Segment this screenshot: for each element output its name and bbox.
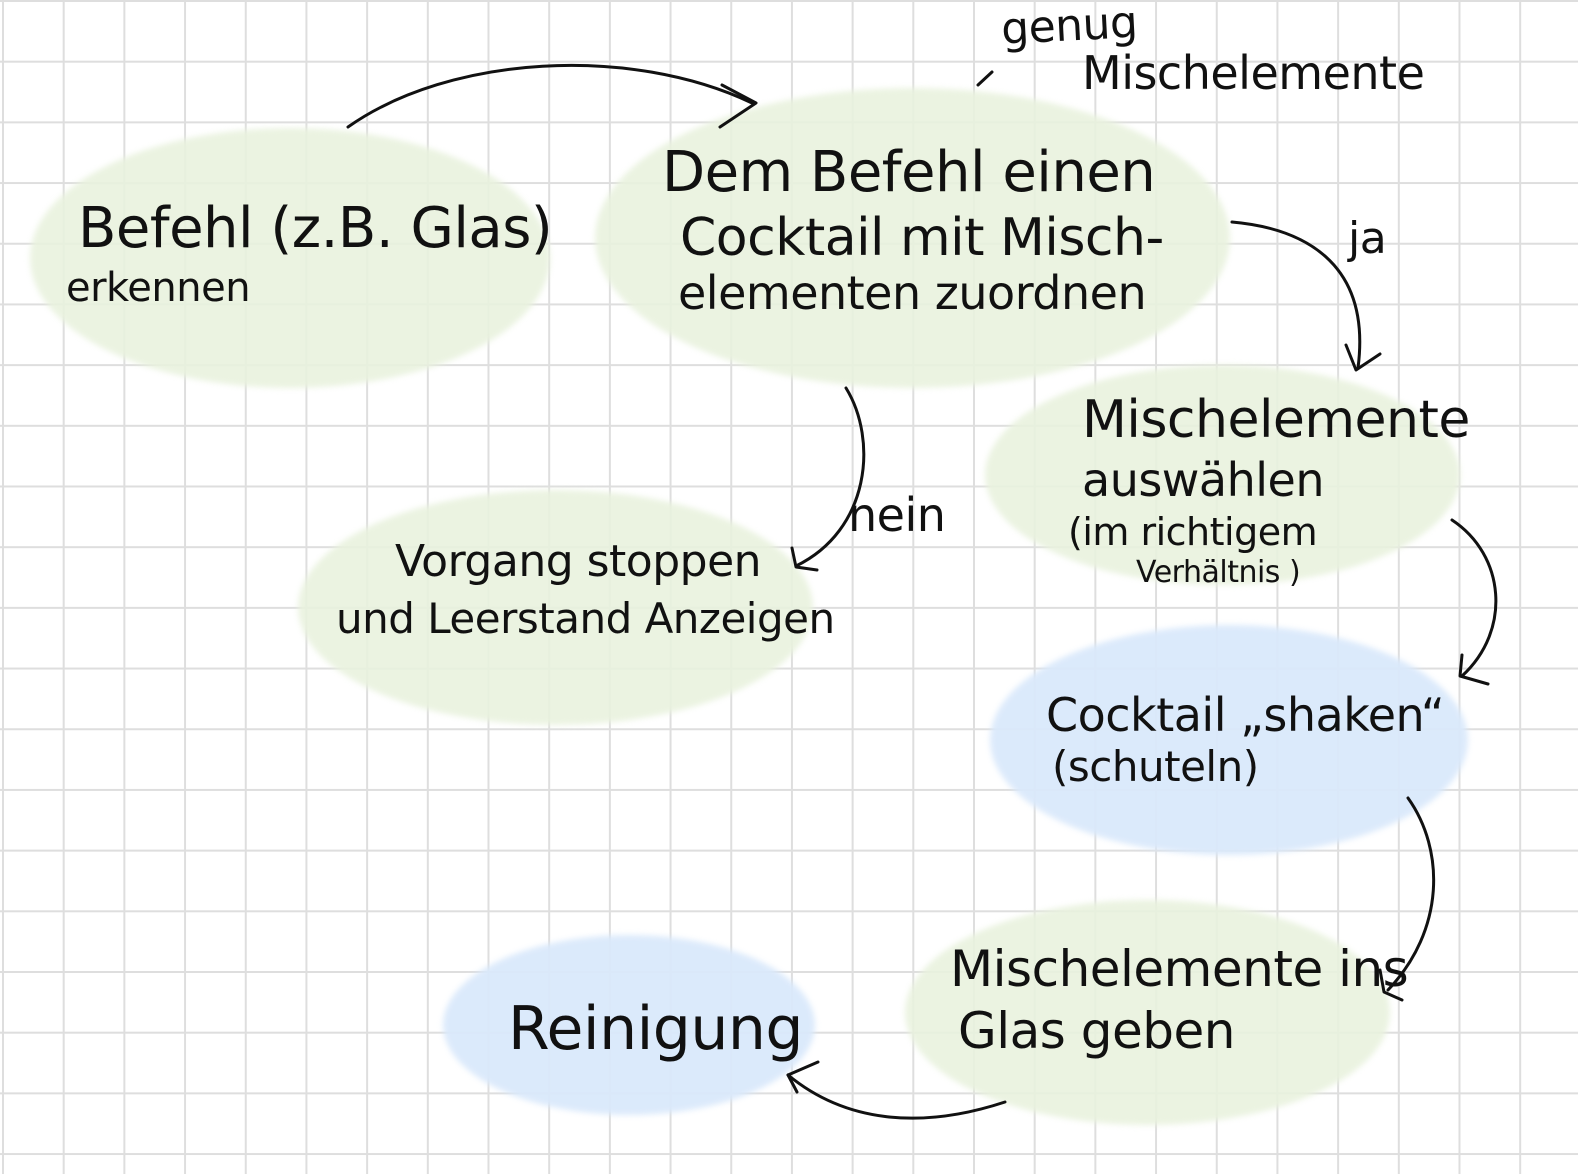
- arrowhead-auswaehlen-to-shaken: [1458, 653, 1490, 686]
- node-befehl-erkennen-line1: Befehl (z.B. Glas): [78, 196, 553, 261]
- arrowhead-zuordnen-to-stoppen: [790, 546, 819, 572]
- arrowhead-zuordnen-to-auswaehlen: [1344, 343, 1382, 372]
- node-zuordnen-bubble: [595, 88, 1230, 388]
- node-stoppen-line2: und Leerstand Anzeigen: [336, 594, 835, 643]
- arrow-auswaehlen-to-shaken: [1450, 518, 1498, 678]
- node-auswaehlen-line4: Verhältnis ): [1136, 555, 1301, 590]
- node-shaken-line1: Cocktail „shaken“: [1046, 688, 1445, 742]
- yes-edge-label: ja: [1348, 213, 1387, 264]
- node-stoppen-bubble: [298, 490, 813, 725]
- node-auswaehlen-bubble: [985, 365, 1460, 585]
- node-ins-glas-line2: Glas geben: [958, 1002, 1235, 1060]
- arrow-ins-glas-to-reinigung: [786, 1073, 1007, 1120]
- arrowhead-erkennen-to-zuordnen: [718, 83, 758, 129]
- arrow-zuordnen-to-auswaehlen: [1230, 220, 1362, 370]
- node-reinigung-bubble: [443, 935, 815, 1115]
- node-auswaehlen-line2: auswählen: [1082, 453, 1325, 507]
- node-zuordnen-line3: elementen zuordnen: [678, 266, 1147, 320]
- node-auswaehlen-line1: Mischelemente: [1082, 390, 1470, 450]
- node-shaken-line2: (schuteln): [1052, 742, 1259, 791]
- node-befehl-erkennen-line2: erkennen: [66, 265, 251, 311]
- node-shaken-bubble: [990, 625, 1468, 855]
- arrow-zuordnen-to-stoppen: [794, 386, 866, 568]
- no-edge-label: nein: [848, 488, 946, 542]
- node-zuordnen-line1: Dem Befehl einen: [662, 140, 1156, 205]
- node-befehl-erkennen-bubble: [30, 128, 550, 388]
- arrowhead-ins-glas-to-reinigung: [786, 1060, 820, 1094]
- arrowhead-shaken-to-ins-glas: [1378, 968, 1404, 1002]
- node-reinigung-label: Reinigung: [508, 994, 804, 1064]
- node-auswaehlen-line3: (im richtigem: [1068, 510, 1318, 554]
- arrow-shaken-to-ins-glas: [1386, 796, 1436, 992]
- arrow-erkennen-to-zuordnen: [346, 63, 754, 129]
- node-ins-glas-bubble: [905, 900, 1390, 1125]
- node-zuordnen-line2: Cocktail mit Misch-: [680, 208, 1164, 268]
- condition-tick: [976, 70, 994, 87]
- node-stoppen-line1: Vorgang stoppen: [395, 536, 762, 587]
- node-ins-glas-line1: Mischelemente ins: [950, 940, 1409, 998]
- condition-label-line2: Mischelemente: [1082, 46, 1425, 100]
